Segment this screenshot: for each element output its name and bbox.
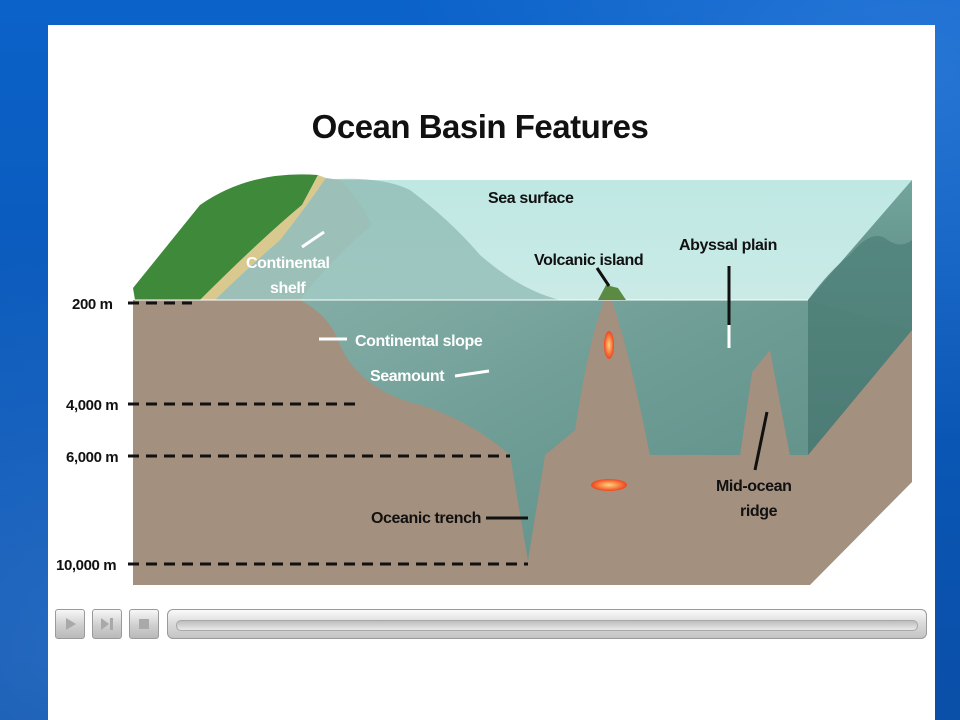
depth-label-4000: 4,000 m [66,397,118,414]
continent-land [133,174,318,300]
label-volcanic-island: Volcanic island [534,252,643,269]
label-continental-shelf-line1: Continental [246,255,330,272]
label-mid-ocean-ridge-line2: ridge [740,503,778,520]
depth-label-6000: 6,000 m [66,449,118,466]
magma-chamber-upper [604,331,614,359]
depth-markers: 200 m 4,000 m 6,000 m 10,000 m [56,296,528,574]
play-button[interactable] [55,609,85,639]
continental-shelf-surface [215,178,372,300]
pointer-continental-shelf [301,230,325,249]
seafloor-back-slope [300,178,808,560]
step-forward-button[interactable] [92,609,122,639]
label-mid-ocean-ridge-line1: Mid-ocean [716,478,792,495]
label-sea-surface: Sea surface [488,190,574,207]
label-seamount: Seamount [370,368,445,385]
label-continental-shelf-line2: shelf [270,280,306,297]
ridge-mountains [808,236,912,455]
page-title: Ocean Basin Features [311,108,649,145]
magma-chamber-lower [591,479,627,491]
label-continental-slope: Continental slope [355,333,483,350]
island-top [598,285,626,300]
depth-label-200: 200 m [72,296,113,313]
label-abyssal-plain: Abyssal plain [679,237,777,254]
play-icon [66,618,76,630]
label-oceanic-trench: Oceanic trench [371,510,481,527]
progress-bar[interactable] [167,609,927,639]
stop-icon [139,619,149,629]
progress-groove [176,620,918,631]
pointer-seamount [454,369,490,378]
pointer-volcanic-island [595,267,611,287]
continent-beach [200,175,326,300]
pointer-mid-ocean-ridge [753,411,769,471]
depth-label-10000: 10,000 m [56,557,116,574]
stop-button[interactable] [129,609,159,639]
step-forward-icon [101,618,113,630]
